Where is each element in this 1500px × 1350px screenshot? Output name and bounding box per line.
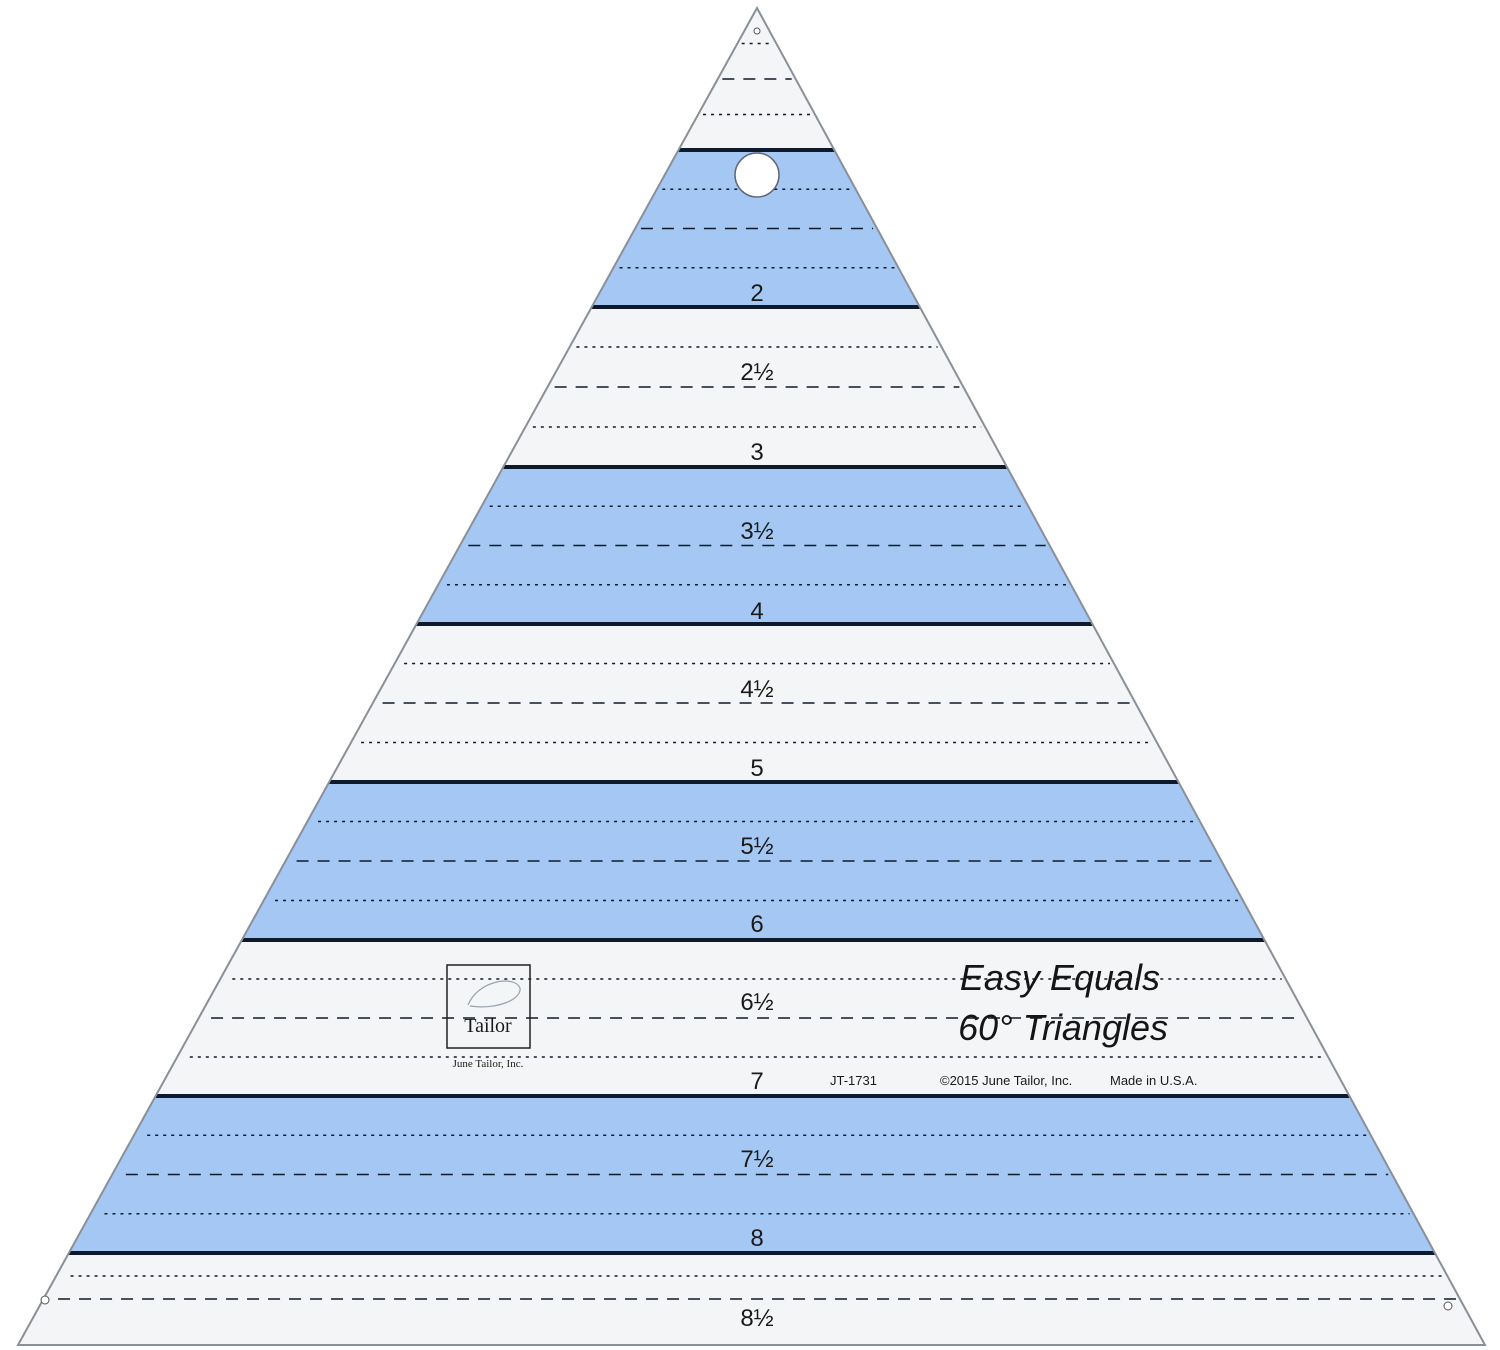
measurement-label: 6½: [740, 989, 773, 1016]
pin-hole-left: [40, 1295, 50, 1305]
measurement-label: 2: [750, 280, 763, 307]
measurement-lines: [18, 148, 1485, 1255]
measurement-line: [18, 1094, 1485, 1098]
product-code: JT-1731: [830, 1073, 877, 1088]
measurement-label: 7½: [740, 1146, 773, 1173]
measurement-line: [18, 148, 1485, 152]
pin-hole-top: [753, 27, 761, 35]
leaf-icon: [467, 980, 521, 1008]
hanging-hole: [734, 152, 780, 198]
measurement-label: 2½: [740, 359, 773, 386]
logo-frame: [446, 964, 531, 1049]
june-tailor-logo: Tailor June Tailor, Inc.: [446, 964, 531, 1070]
measurement-label: 8½: [740, 1305, 773, 1332]
measurement-line: [18, 465, 1485, 469]
measurement-label: 8: [750, 1225, 763, 1252]
measurement-labels: 2 2½ 3 3½ 4 4½ 5 5½ 6 6½ 7 7½ 8 8½: [740, 280, 773, 1332]
measurement-label: 4: [750, 598, 763, 625]
measurement-label: 4½: [740, 676, 773, 703]
product-title-line-2: 60° Triangles: [958, 1007, 1168, 1048]
measurement-line: [18, 780, 1485, 784]
measurement-label: 5½: [740, 833, 773, 860]
measurement-line: [18, 622, 1485, 626]
measurement-line: [18, 938, 1485, 942]
made-in-usa: Made in U.S.A.: [1110, 1073, 1197, 1088]
measurement-label: 7: [750, 1068, 763, 1095]
measurement-line: [18, 1251, 1485, 1255]
measurement-line: [18, 305, 1485, 309]
logo-company: June Tailor, Inc.: [453, 1058, 524, 1070]
measurement-label: 3½: [740, 518, 773, 545]
copyright-notice: ©2015 June Tailor, Inc.: [940, 1073, 1072, 1088]
pin-hole-right: [1443, 1301, 1453, 1311]
ruler-outline: [16, 5, 1487, 1346]
measurement-label: 3: [750, 439, 763, 466]
product-title-line-1: Easy Equals: [960, 957, 1160, 998]
measurement-label: 5: [750, 755, 763, 782]
logo-word: Tailor: [464, 1015, 512, 1037]
measurement-label: 6: [750, 911, 763, 938]
guide-lines: [58, 42, 1456, 1300]
